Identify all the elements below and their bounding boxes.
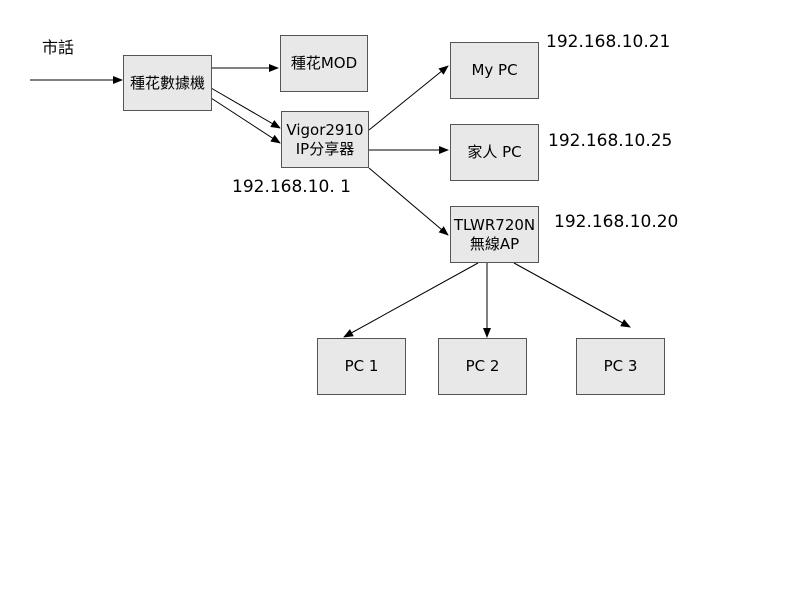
modem-node: 種花數據機: [123, 55, 212, 111]
line-modem-to-router-1: [210, 87, 281, 129]
mypc-node: My PC: [450, 42, 539, 99]
ap-type-label: 無線AP: [469, 234, 520, 253]
line-ap-to-pc1: [343, 262, 479, 338]
router-ip-label: 192.168.10. 1: [232, 177, 351, 197]
pc2-label: PC 2: [465, 357, 500, 375]
ap-model-label: TLWR720N: [453, 215, 536, 234]
pc1-node: PC 1: [317, 338, 406, 395]
ap-node: TLWR720N 無線AP: [450, 206, 539, 263]
router-type-label: IP分享器: [295, 139, 355, 158]
pc1-label: PC 1: [344, 357, 379, 375]
landline-label: 市話: [42, 38, 75, 57]
pc2-node: PC 2: [438, 338, 527, 395]
familypc-label: 家人 PC: [467, 143, 522, 161]
line-router-to-mypc: [368, 65, 449, 131]
familypc-ip-label: 192.168.10.25: [548, 131, 673, 151]
familypc-node: 家人 PC: [450, 124, 539, 181]
mod-label: 種花MOD: [290, 54, 358, 72]
router-model-label: Vigor2910: [286, 120, 364, 139]
ap-ip-label: 192.168.10.20: [554, 212, 679, 232]
line-modem-to-router-2: [210, 97, 281, 144]
line-ap-to-pc3: [513, 262, 631, 328]
line-router-to-ap: [368, 167, 449, 236]
modem-label: 種花數據機: [129, 73, 205, 92]
pc3-node: PC 3: [576, 338, 665, 395]
mod-node: 種花MOD: [280, 35, 368, 92]
mypc-ip-label: 192.168.10.21: [546, 32, 671, 52]
pc3-label: PC 3: [603, 357, 638, 375]
router-node: Vigor2910 IP分享器: [281, 111, 369, 168]
mypc-label: My PC: [471, 61, 518, 79]
